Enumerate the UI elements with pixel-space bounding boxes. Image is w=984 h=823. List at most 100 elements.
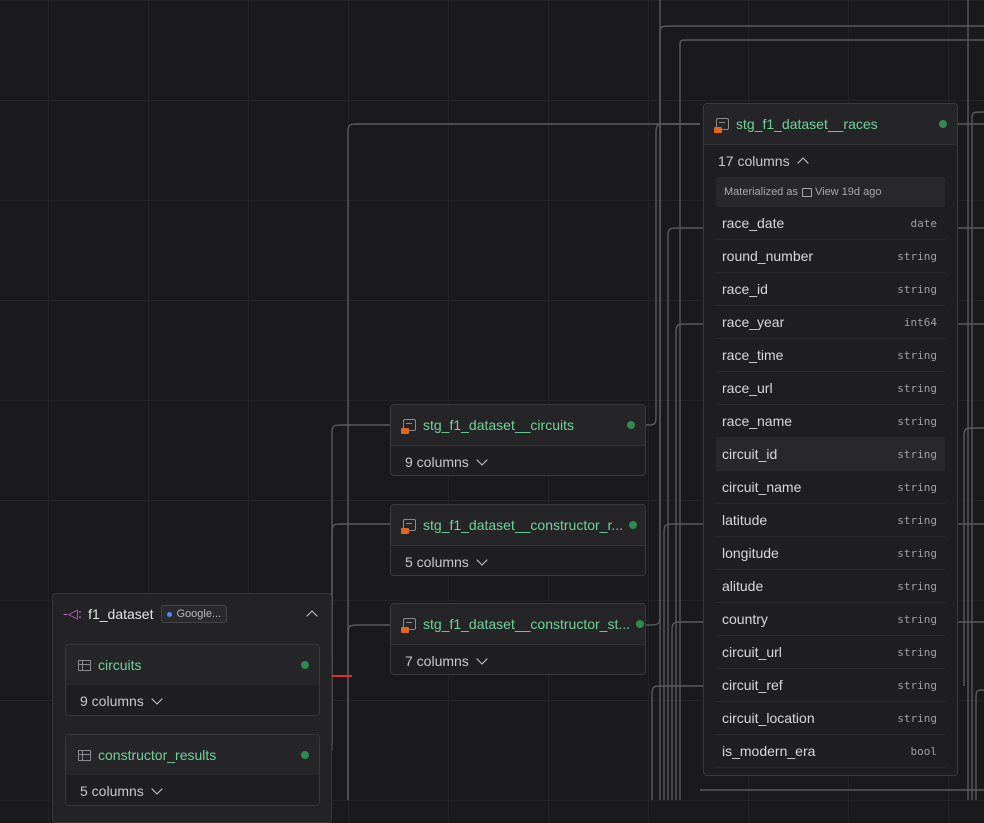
table-header[interactable]: circuits bbox=[66, 645, 319, 685]
column-name: race_date bbox=[722, 215, 785, 231]
column-type: string bbox=[897, 348, 937, 362]
column-row[interactable]: race_time string bbox=[716, 339, 945, 372]
column-row[interactable]: circuit_ref string bbox=[716, 669, 945, 702]
source-table-circuits[interactable]: circuits 9 columns bbox=[65, 644, 320, 716]
column-row[interactable]: race_date date bbox=[716, 207, 945, 240]
constructor-results-node-header[interactable]: stg_f1_dataset__constructor_r... bbox=[391, 505, 645, 546]
column-name: country bbox=[722, 611, 768, 627]
column-name: circuit_ref bbox=[722, 677, 783, 693]
status-dot-icon bbox=[301, 751, 309, 759]
column-type: bool bbox=[910, 744, 938, 758]
column-name: circuit_url bbox=[722, 644, 782, 660]
source-icon: -◁: bbox=[63, 606, 83, 622]
circuits-columns-toggle[interactable]: 9 columns bbox=[391, 446, 645, 478]
chevron-down-icon bbox=[476, 652, 488, 665]
column-name: race_time bbox=[722, 347, 784, 363]
column-type: string bbox=[897, 678, 937, 692]
column-type: string bbox=[897, 249, 937, 263]
column-name: race_year bbox=[722, 314, 785, 330]
column-type: string bbox=[897, 645, 937, 659]
lineage-edges bbox=[319, 0, 984, 800]
column-name: race_url bbox=[722, 380, 773, 396]
column-row[interactable]: is_modern_era bool bbox=[716, 735, 945, 768]
circuits-node-title[interactable]: stg_f1_dataset__circuits bbox=[423, 417, 574, 433]
google-icon bbox=[167, 611, 173, 617]
column-name: race_id bbox=[722, 281, 768, 297]
column-row[interactable]: race_year int64 bbox=[716, 306, 945, 339]
table-header[interactable]: constructor_results bbox=[66, 735, 319, 775]
status-dot-icon bbox=[629, 521, 638, 529]
column-type: string bbox=[897, 282, 937, 296]
chevron-up-icon bbox=[305, 610, 318, 622]
constructor-standings-node-header[interactable]: stg_f1_dataset__constructor_st... bbox=[391, 604, 645, 645]
table-title[interactable]: constructor_results bbox=[98, 747, 217, 763]
model-icon bbox=[714, 118, 729, 133]
column-name: circuit_id bbox=[722, 446, 778, 462]
status-dot-icon bbox=[939, 120, 947, 128]
races-node-header[interactable]: stg_f1_dataset__races bbox=[704, 104, 957, 145]
columns-count: 5 columns bbox=[80, 783, 144, 799]
constructor-standings-node-title[interactable]: stg_f1_dataset__constructor_st... bbox=[423, 616, 631, 632]
column-type: string bbox=[897, 447, 937, 461]
columns-count: 5 columns bbox=[405, 554, 469, 570]
constructor-results-model-node[interactable]: stg_f1_dataset__constructor_r... 5 colum… bbox=[390, 504, 646, 576]
chevron-down-icon bbox=[476, 553, 488, 566]
column-type: string bbox=[897, 513, 937, 527]
status-dot-icon bbox=[636, 620, 645, 628]
constructor-results-node-title[interactable]: stg_f1_dataset__constructor_r... bbox=[423, 517, 624, 533]
status-dot-icon bbox=[301, 661, 309, 669]
column-type: date bbox=[910, 216, 938, 230]
status-dot-icon bbox=[627, 421, 635, 429]
column-name: circuit_name bbox=[722, 479, 802, 495]
table-title[interactable]: circuits bbox=[98, 657, 142, 673]
races-model-node[interactable]: stg_f1_dataset__races 17 columns Materia… bbox=[703, 103, 958, 776]
column-row[interactable]: circuit_id string bbox=[716, 438, 945, 471]
constructor-standings-model-node[interactable]: stg_f1_dataset__constructor_st... 7 colu… bbox=[390, 603, 646, 675]
column-name: is_modern_era bbox=[722, 743, 816, 759]
column-type: int64 bbox=[903, 315, 937, 329]
materialized-info: Materialized as View 19d ago bbox=[716, 177, 945, 207]
table-columns-toggle[interactable]: 5 columns bbox=[66, 775, 319, 807]
source-title: f1_dataset bbox=[88, 606, 154, 622]
source-header[interactable]: -◁: f1_dataset Google... bbox=[53, 594, 331, 634]
column-row[interactable]: round_number string bbox=[716, 240, 945, 273]
constructor-standings-columns-toggle[interactable]: 7 columns bbox=[391, 645, 645, 677]
table-icon bbox=[78, 749, 91, 761]
column-name: longitude bbox=[722, 545, 779, 561]
column-type: string bbox=[897, 711, 937, 725]
column-type: string bbox=[897, 579, 937, 593]
source-badge-label: Google... bbox=[176, 608, 222, 620]
column-row[interactable]: country string bbox=[716, 603, 945, 636]
column-name: race_name bbox=[722, 413, 793, 429]
materialized-value: View 19d ago bbox=[814, 186, 882, 198]
circuits-model-node[interactable]: stg_f1_dataset__circuits 9 columns bbox=[390, 404, 646, 476]
races-node-title[interactable]: stg_f1_dataset__races bbox=[736, 116, 878, 132]
materialized-label: Materialized as bbox=[724, 186, 798, 198]
column-name: round_number bbox=[722, 248, 814, 264]
columns-count: 7 columns bbox=[405, 653, 469, 669]
source-table-constructor-results[interactable]: constructor_results 5 columns bbox=[65, 734, 320, 806]
source-group-f1-dataset[interactable]: -◁: f1_dataset Google... circuits 9 colu… bbox=[52, 593, 332, 823]
circuits-node-header[interactable]: stg_f1_dataset__circuits bbox=[391, 405, 645, 446]
column-type: string bbox=[897, 612, 937, 626]
table-columns-toggle[interactable]: 9 columns bbox=[66, 685, 319, 717]
chevron-down-icon bbox=[476, 453, 488, 466]
chevron-up-icon bbox=[796, 157, 809, 169]
columns-count: 9 columns bbox=[405, 454, 469, 470]
constructor-results-columns-toggle[interactable]: 5 columns bbox=[391, 546, 645, 578]
chevron-down-icon bbox=[151, 782, 163, 795]
races-columns-toggle[interactable]: 17 columns bbox=[704, 145, 957, 177]
column-row[interactable]: circuit_url string bbox=[716, 636, 945, 669]
collapse-button[interactable] bbox=[297, 604, 318, 624]
table-icon bbox=[78, 659, 91, 671]
model-icon bbox=[401, 419, 416, 434]
column-row[interactable]: race_id string bbox=[716, 273, 945, 306]
